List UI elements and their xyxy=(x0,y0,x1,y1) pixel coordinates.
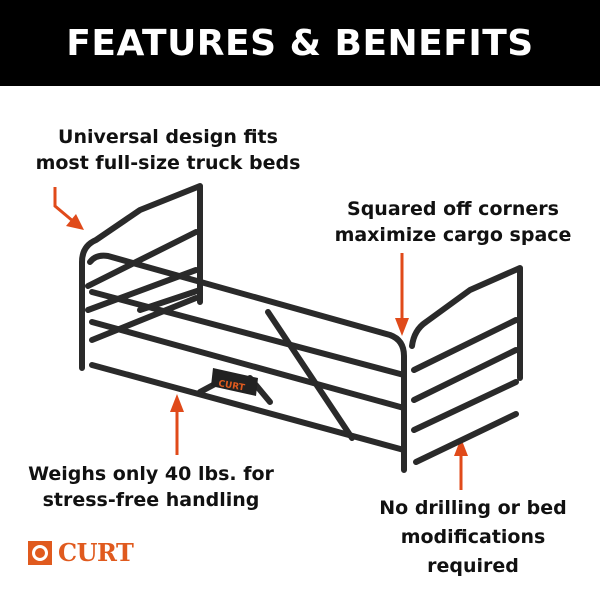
callout-no-drilling: No drilling or bed modifications require… xyxy=(368,494,578,581)
callout-line: most full-size truck beds xyxy=(35,152,301,174)
arrow-icon xyxy=(395,253,409,336)
callout-line: Weighs only 40 lbs. for xyxy=(28,463,274,485)
arrow-icon xyxy=(170,394,184,455)
page-title: FEATURES & BENEFITS xyxy=(66,22,534,64)
callout-lightweight: Weighs only 40 lbs. for stress-free hand… xyxy=(20,461,282,513)
callout-universal-design: Universal design fits most full-size tru… xyxy=(30,124,306,176)
callout-line: modifications xyxy=(400,526,546,548)
arrow-icon xyxy=(53,187,75,224)
callout-line: No drilling or bed xyxy=(379,497,567,519)
callout-line: stress-free handling xyxy=(42,489,260,511)
curt-plate: CURT xyxy=(211,368,258,396)
curt-logo-mark-icon xyxy=(28,541,52,565)
arrow-icon xyxy=(454,438,468,490)
header-banner: FEATURES & BENEFITS xyxy=(0,0,600,86)
svg-text:CURT: CURT xyxy=(217,379,246,394)
bed-extender-frame xyxy=(79,183,523,473)
curt-logo-wordmark: CURT xyxy=(58,538,134,567)
curt-logo: CURT xyxy=(28,538,134,567)
callout-line: Universal design fits xyxy=(58,126,278,148)
arrow-head-icon xyxy=(66,214,84,230)
callout-line: maximize cargo space xyxy=(334,224,572,246)
callout-line: required xyxy=(427,555,519,577)
callout-squared-corners: Squared off corners maximize cargo space xyxy=(322,196,584,248)
callout-line: Squared off corners xyxy=(347,198,559,220)
